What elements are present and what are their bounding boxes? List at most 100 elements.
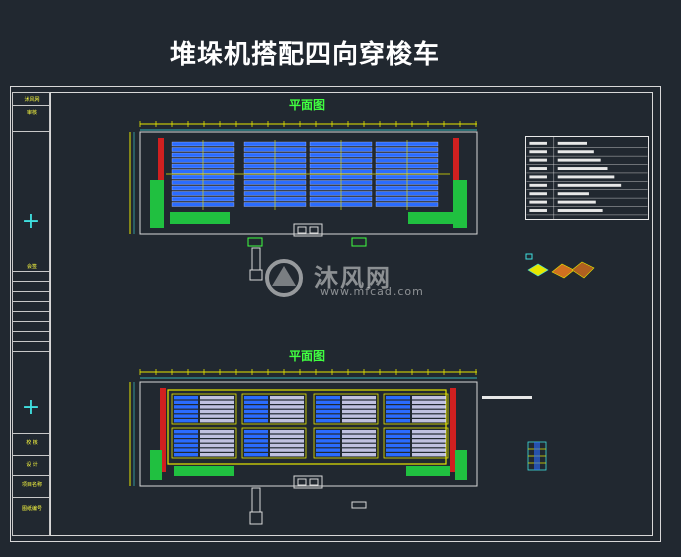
plan-title-bottom: 平面图	[289, 349, 326, 363]
rack-cell-blue	[316, 400, 340, 404]
rack-cell-blue	[244, 453, 268, 457]
rack-cell-white	[342, 443, 376, 448]
rack-cell-white	[200, 434, 234, 438]
rack-cell-white	[412, 396, 446, 400]
rack-block	[241, 427, 307, 459]
isometric-details	[525, 253, 595, 279]
rack-cell-blue	[386, 419, 410, 423]
rack-cell-blue	[174, 453, 198, 457]
rack-cell-white	[270, 405, 304, 409]
legend-row-value	[557, 183, 622, 187]
rack-cell-white	[270, 409, 304, 414]
rack-block	[171, 393, 237, 425]
plan-drawing-top	[129, 121, 478, 281]
rack-cell-blue	[316, 430, 340, 434]
rack-cell-blue	[316, 409, 340, 414]
rack-cell-blue	[316, 414, 340, 418]
legend-row-value	[557, 150, 594, 154]
rack-cell-white	[412, 439, 446, 443]
rack-cell-blue	[386, 414, 410, 418]
rack-cell-blue	[174, 405, 198, 409]
rack-block	[383, 393, 449, 425]
watermark-url: www.mfcad.com	[320, 285, 424, 298]
watermark-text: 沐风网	[314, 264, 392, 292]
rack-block	[241, 393, 307, 425]
rack-cell-white	[342, 396, 376, 400]
rack-cell-white	[342, 439, 376, 443]
rack-cell-white	[200, 439, 234, 443]
rack-cell-blue	[244, 434, 268, 438]
drawing-title: 堆垛机搭配四向穿梭车	[169, 40, 440, 70]
title-block-row: 会签	[26, 264, 37, 270]
rack-cell-white	[200, 443, 234, 448]
rack-block	[313, 427, 379, 459]
rack-cell-blue	[316, 453, 340, 457]
rack-cell-white	[270, 396, 304, 400]
rack-cell-blue	[316, 448, 340, 452]
rack-cell-blue	[316, 443, 340, 448]
legend-row-key	[529, 175, 547, 179]
rack-cell-blue	[174, 419, 198, 423]
rack-cell-white	[200, 400, 234, 404]
title-block-row: 校 核	[26, 440, 38, 446]
section-marker	[482, 396, 532, 399]
rack-cell-white	[270, 419, 304, 423]
legend-table	[525, 136, 649, 220]
rack-cell-blue	[244, 430, 268, 434]
rack-cell-blue	[244, 419, 268, 423]
rack-cell-white	[200, 414, 234, 418]
rack-cell-white	[342, 414, 376, 418]
title-block-row: 图纸编号	[21, 506, 42, 512]
rack-cell-white	[270, 430, 304, 434]
rack-cell-white	[412, 409, 446, 414]
plan-drawing-bottom	[129, 369, 478, 525]
legend-row-key	[529, 150, 547, 154]
rack-cell-blue	[244, 443, 268, 448]
rack-cell-white	[200, 430, 234, 434]
rack-cell-white	[412, 414, 446, 418]
rack-cell-white	[270, 414, 304, 418]
title-block-row: 沭风网	[24, 97, 40, 103]
title-block-row: 审核	[26, 110, 37, 116]
rack-cell-blue	[174, 400, 198, 404]
rack-cell-blue	[174, 430, 198, 434]
title-block-row: 设 计	[26, 462, 38, 468]
rack-cell-white	[342, 400, 376, 404]
legend-row-value	[557, 175, 615, 179]
legend-row-value	[557, 200, 596, 204]
rack-cell-blue	[174, 414, 198, 418]
rack-cell-white	[200, 448, 234, 452]
rack-cell-white	[342, 448, 376, 452]
rack-cell-white	[412, 453, 446, 457]
rack-cell-white	[342, 434, 376, 438]
rack-cell-blue	[386, 396, 410, 400]
inner-border	[50, 92, 653, 536]
rack-cell-blue	[316, 419, 340, 423]
legend-row-key	[529, 209, 547, 212]
rack-cell-white	[342, 405, 376, 409]
legend-row-key	[529, 200, 547, 204]
rack-cell-white	[270, 439, 304, 443]
crosshair-icon: +	[21, 395, 41, 420]
legend-row-value	[557, 167, 608, 170]
rack-cell-white	[342, 419, 376, 423]
legend-row-key	[529, 141, 547, 145]
rack-cell-blue	[386, 434, 410, 438]
legend-row-key	[529, 183, 547, 187]
rack-cell-white	[412, 419, 446, 423]
rack-cell-white	[342, 409, 376, 414]
rack-cell-blue	[386, 400, 410, 404]
rack-cell-white	[412, 400, 446, 404]
rack-block	[383, 427, 449, 459]
rack-cell-white	[270, 443, 304, 448]
rack-cell-blue	[386, 448, 410, 452]
rack-cell-blue	[386, 430, 410, 434]
rack-cell-blue	[174, 448, 198, 452]
rack-cell-white	[270, 448, 304, 452]
rack-cell-white	[342, 453, 376, 457]
rack-cell-white	[200, 405, 234, 409]
rack-cell-blue	[244, 448, 268, 452]
rack-cell-blue	[316, 434, 340, 438]
rack-cell-white	[200, 396, 234, 400]
legend-row-value	[557, 141, 587, 145]
